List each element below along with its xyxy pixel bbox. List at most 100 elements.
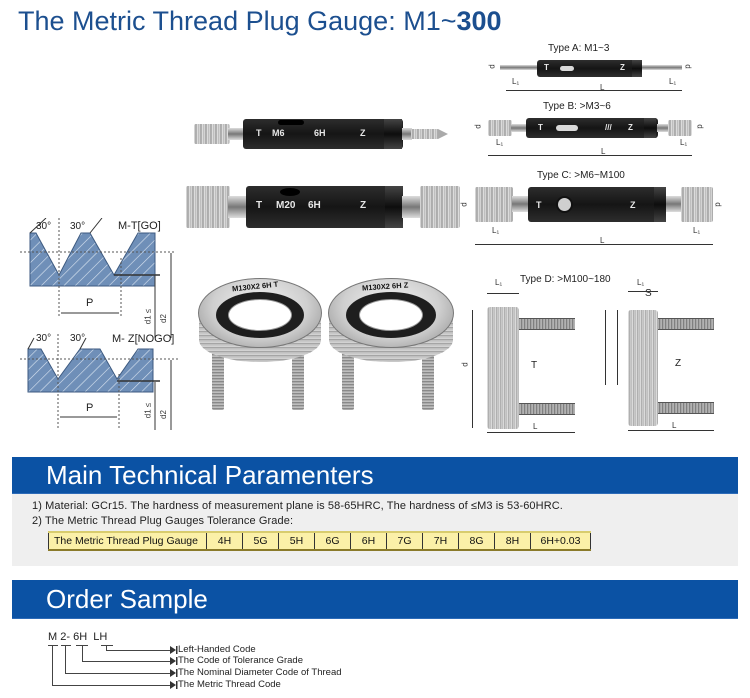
size-mark: M6 — [272, 128, 285, 138]
handle-ring — [632, 60, 642, 77]
order-code: M 2- 6H LH — [48, 631, 107, 643]
thread-profile-nogo-diagram — [20, 334, 178, 430]
go-thread-end — [194, 124, 230, 144]
go-mark: T — [256, 200, 263, 211]
grade-mark: 6H — [308, 200, 321, 211]
param-material: 1) Material: GCr15. The hardness of meas… — [32, 500, 563, 512]
gauge-disc — [487, 307, 519, 429]
handle-ring — [644, 118, 656, 138]
l-label: L — [600, 236, 605, 245]
d-label: d — [683, 64, 693, 69]
grade-cell: 4H — [206, 531, 243, 551]
nogo-mark: Z — [360, 128, 366, 138]
nogo-pin — [642, 65, 682, 70]
grade-cell: 7G — [386, 531, 423, 551]
grade-cell: 8G — [458, 531, 495, 551]
grade-cell: 8H — [494, 531, 531, 551]
arrow-icon — [170, 669, 178, 677]
s-label: S — [645, 288, 652, 299]
d-label: d — [487, 64, 497, 69]
shank — [228, 196, 248, 218]
profile-label: M- Z[NOGO] — [112, 333, 175, 345]
go-pin — [500, 65, 538, 70]
nogo-mark: Z — [360, 200, 367, 211]
pitch-label: P — [86, 297, 94, 309]
l1-dimension-line — [487, 293, 519, 294]
param-tolerance-intro: 2) The Metric Thread Plug Gauges Toleran… — [32, 515, 294, 527]
length-dimension-line — [475, 244, 713, 245]
shank — [666, 196, 682, 212]
tech-section-panel — [12, 494, 738, 566]
handle — [528, 187, 666, 222]
s-dimension-line — [628, 291, 658, 292]
go-mark: T — [538, 123, 543, 132]
handle-rod — [517, 403, 575, 415]
type-title: Type D: >M100~180 — [520, 274, 611, 285]
d-label: d — [713, 202, 723, 207]
thread-profile-go-diagram — [20, 218, 176, 338]
handle-rod — [658, 402, 714, 414]
shank — [657, 124, 669, 132]
order-section-header: Order Sample — [12, 580, 738, 619]
l1-label: L₁ — [512, 77, 520, 86]
order-section-title: Order Sample — [46, 584, 208, 614]
go-thread-end — [488, 120, 512, 136]
d2-label: d2 — [158, 314, 168, 323]
order-explanation-diameter: The Nominal Diameter Code of Thread — [178, 667, 342, 678]
l1-label: L₁ — [637, 278, 645, 287]
arrow-icon — [170, 657, 178, 665]
table-header-cell: The Metric Thread Plug Gauge — [48, 531, 207, 551]
tolerance-grade-table: The Metric Thread Plug Gauge 4H 5G 5H 6G… — [48, 531, 591, 551]
go-mark: T — [531, 360, 538, 371]
handle-rod — [658, 318, 714, 330]
nogo-mark: Z — [628, 123, 633, 132]
size-mark: M20 — [276, 200, 296, 211]
handle-ring — [384, 119, 402, 149]
d1-label: d1 ≤ — [143, 402, 153, 419]
handle — [537, 60, 641, 77]
l1-label: L₁ — [680, 138, 688, 147]
l1-label: L₁ — [492, 226, 500, 235]
angle-left-label: 30° — [36, 221, 52, 232]
angle-left-label: 30° — [36, 333, 52, 344]
shank — [402, 128, 412, 140]
length-dimension-line — [487, 432, 575, 433]
l-label: L — [672, 421, 677, 430]
code-part-metric: M — [48, 631, 58, 643]
nogo-mark: Z — [620, 63, 625, 72]
l-label: L — [601, 147, 606, 156]
nogo-thread-end — [411, 129, 439, 139]
d-dimension-line — [605, 310, 606, 385]
ring-bore — [359, 299, 423, 331]
pitch-label: P — [86, 402, 94, 414]
grade-cell: 6H+0.03 — [530, 531, 591, 551]
l1-label: L₁ — [496, 138, 504, 147]
order-explanation-tolerance: The Code of Tolerance Grade — [178, 655, 303, 666]
grade-mark: /// — [605, 123, 612, 132]
arrow-icon — [170, 681, 178, 689]
nogo-thread-end — [420, 186, 460, 228]
l1-label: L₁ — [693, 226, 701, 235]
arrow-icon — [170, 646, 178, 654]
l1-label: L₁ — [495, 278, 503, 287]
go-mark: T — [256, 128, 262, 138]
go-mark: T — [544, 63, 549, 72]
profile-label: M-T[GO] — [118, 220, 161, 232]
shank — [512, 196, 530, 212]
d-label: d — [695, 124, 705, 129]
d-dimension-line — [472, 310, 473, 428]
tech-section-title: Main Technical Paramenters — [46, 460, 374, 490]
rod — [422, 350, 434, 410]
shank — [228, 128, 244, 140]
slot — [278, 120, 304, 125]
gauge-disc — [628, 310, 658, 426]
go-thread-end — [475, 187, 513, 222]
ring-bore — [228, 299, 292, 331]
d-label: d — [460, 362, 470, 367]
grade-cell: 5H — [278, 531, 315, 551]
rod — [342, 350, 354, 410]
angle-right-label: 30° — [70, 221, 86, 232]
handle — [243, 119, 403, 149]
nogo-mark: Z — [630, 200, 636, 210]
tech-section-header: Main Technical Paramenters — [12, 457, 738, 494]
